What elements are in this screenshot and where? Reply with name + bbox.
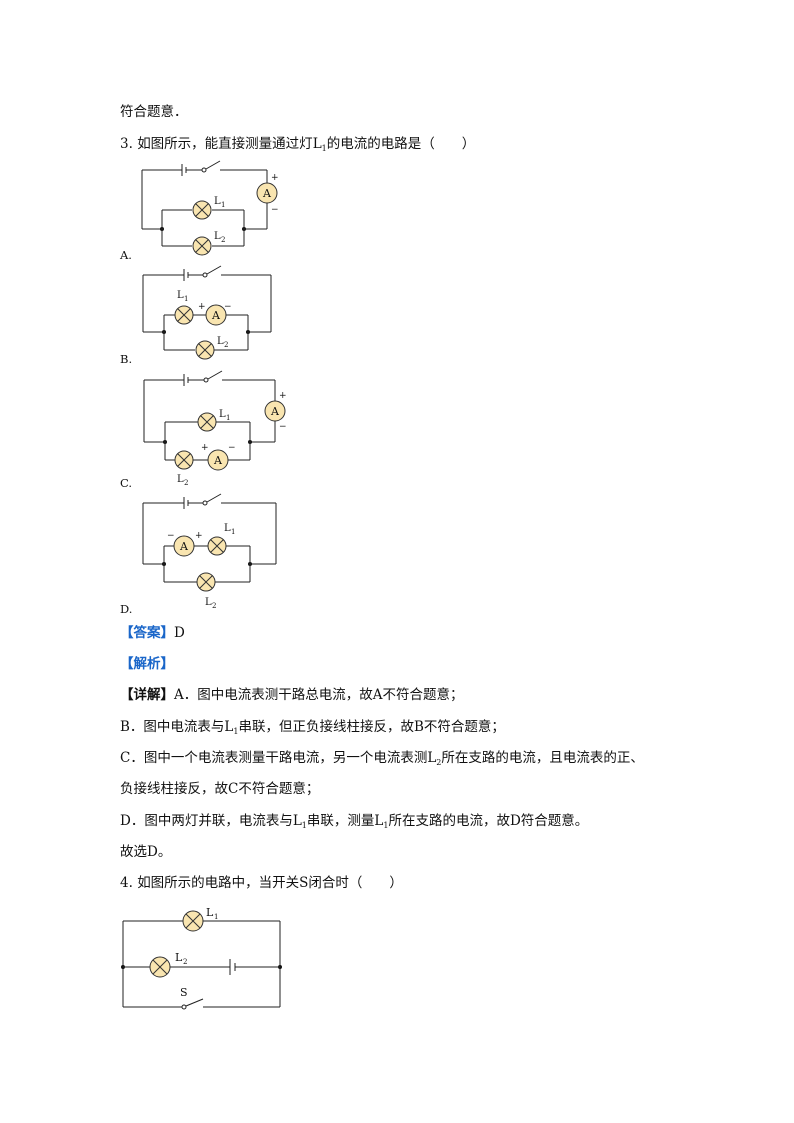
switch-contact [201,167,207,173]
detail-line-d: D．图中两灯并联，电流表与L1串联，测量L1所在支路的电流，故D符合题意。 [120,813,589,830]
svg-text:2: 2 [183,958,187,966]
circuit-b: L 1 A + − L 2 [142,265,272,360]
svg-text:L: L [214,231,221,242]
svg-text:−: − [228,443,236,453]
switch-lever [185,998,204,1007]
detail-line-c: C．图中一个电流表测量干路电流，另一个电流表测L2所在支路的电流，且电流表的正、 [120,750,644,767]
option-d-label: D. [120,602,133,616]
detail-line-c2: 负接线柱接反，故C不符合题意； [120,781,320,797]
svg-text:L: L [177,290,184,301]
svg-text:1: 1 [184,295,188,303]
svg-text:A: A [270,405,280,418]
svg-text:−: − [167,531,175,541]
switch-lever [205,160,221,170]
svg-text:+: + [279,391,287,401]
detail-line-b: B．图中电流表与L1串联，但正负接线柱接反，故B不符合题意； [120,719,505,736]
svg-text:A: A [179,540,189,553]
svg-text:+: + [195,531,203,541]
svg-text:L: L [177,474,184,485]
circuit-q4: L 1 L 2 S [121,906,282,1010]
circuit-a: A + − L 1 L 2 [141,160,279,256]
svg-text:2: 2 [184,479,188,487]
svg-text:1: 1 [214,913,218,921]
svg-text:L: L [217,336,224,347]
svg-text:−: − [224,302,232,312]
circuit-d: A − + L 1 L 2 [142,493,277,610]
detail-tag: 【详解】 [120,687,174,703]
option-c-label: C. [120,476,133,490]
svg-text:2: 2 [221,236,225,244]
question-number: 4. [120,875,133,891]
conclusion-line: 故选D。 [120,844,172,860]
svg-text:L: L [175,951,183,964]
circuit-a-diagram [0,0,300,100]
question-4-stem: 4. 如图所示的电路中，当开关S闭合时（ ） [120,875,403,891]
svg-text:+: + [271,173,279,183]
svg-text:L: L [206,906,214,919]
svg-text:1: 1 [226,414,230,422]
svg-text:−: − [271,205,279,215]
analysis-tag: 【解析】 [120,656,174,672]
svg-text:L: L [224,523,231,534]
svg-text:L: L [214,196,221,207]
answer-tag: 【答案】 [120,625,174,641]
answer-line: 【答案】D [120,624,185,642]
circuit-c: A + − L 1 L 2 A + − [143,370,287,487]
switch-label: S [180,986,188,999]
svg-text:1: 1 [221,201,225,209]
svg-text:2: 2 [224,341,228,349]
svg-text:A: A [262,187,272,200]
intro-line: 符合题意． [120,104,188,120]
svg-text:A: A [213,454,223,467]
svg-text:A: A [211,309,221,322]
svg-text:1: 1 [231,528,235,536]
svg-text:L: L [219,409,226,420]
option-b-label: B. [120,352,133,366]
svg-text:L: L [205,597,212,608]
switch-contact [181,1004,187,1010]
answer-value: D [174,625,185,641]
detail-line-a: 【详解】A．图中电流表测干路总电流，故A不符合题意； [120,687,464,703]
svg-text:2: 2 [212,602,216,610]
svg-text:−: − [279,422,287,432]
analysis-line: 【解析】 [120,655,174,673]
question-3-stem: 3. 如图所示，能直接测量通过灯L1的电流的电路是（ ） [120,136,476,153]
svg-text:+: + [198,302,206,312]
svg-text:+: + [201,443,209,453]
option-a-label: A. [120,248,132,262]
question-number: 3. [120,136,133,152]
